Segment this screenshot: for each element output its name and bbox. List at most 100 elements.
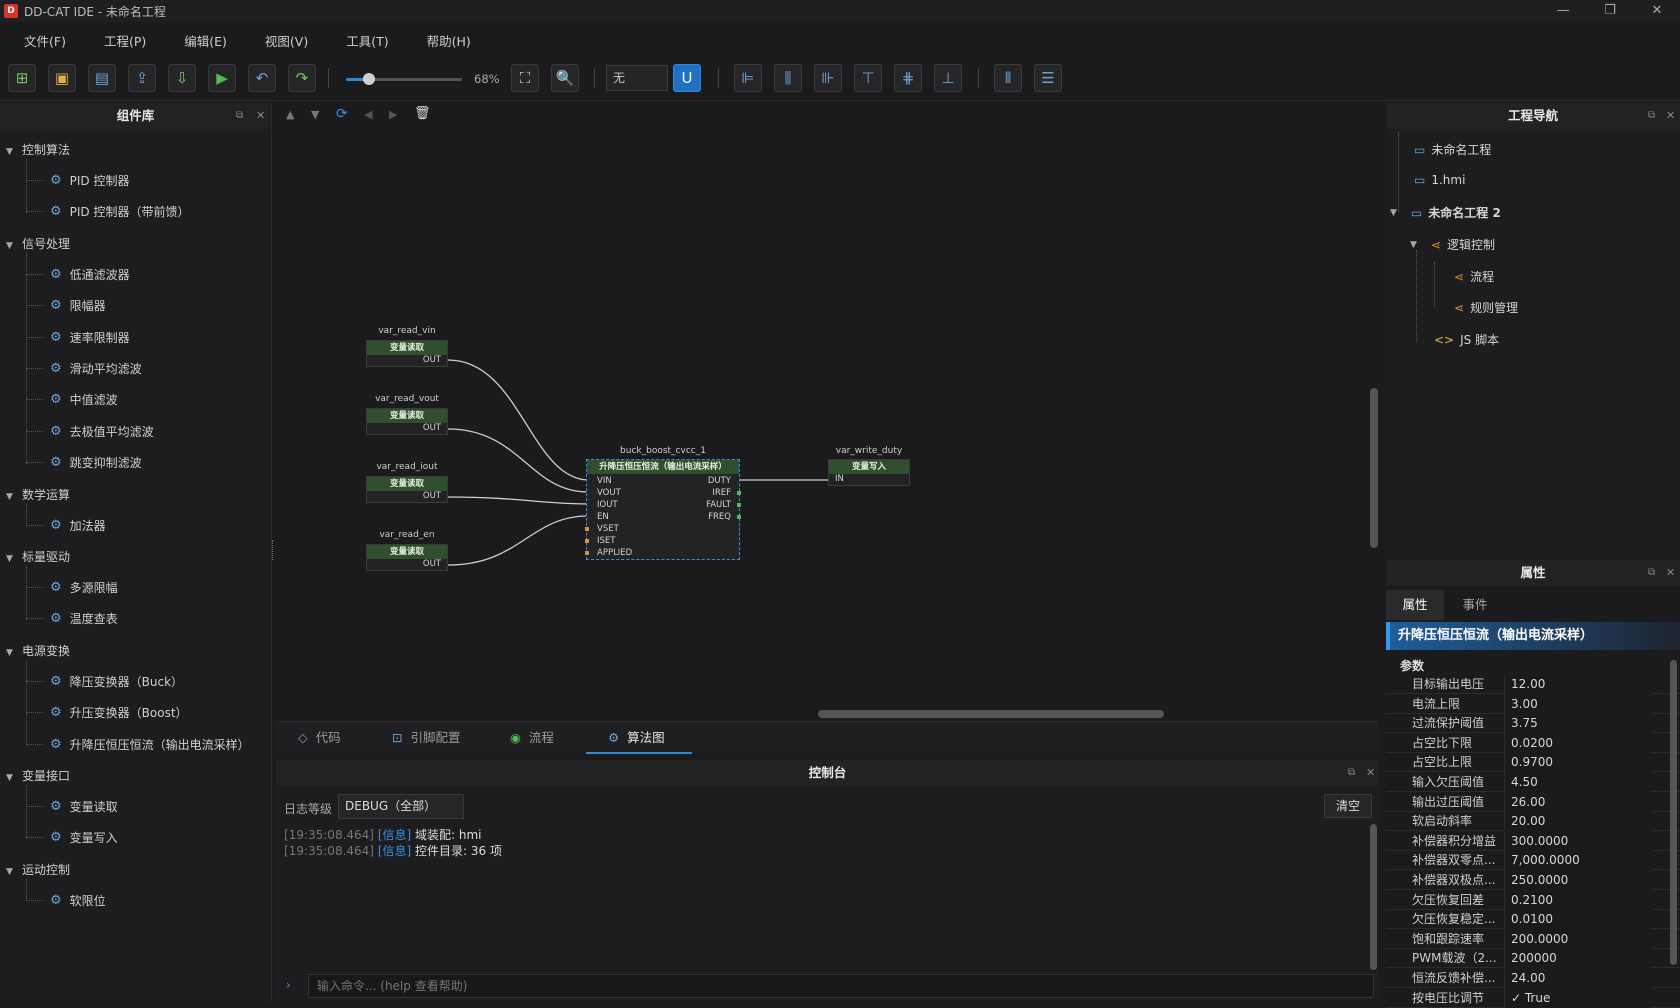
- property-row[interactable]: 补偿器双极点...250.0000: [1386, 871, 1680, 890]
- tree-item-component[interactable]: ⚙升压变换器（Boost）: [50, 704, 188, 721]
- property-value[interactable]: 4.50: [1504, 773, 1652, 792]
- property-value[interactable]: 0.0200: [1504, 733, 1652, 753]
- node-var-read-vout[interactable]: 变量读取 OUT: [366, 408, 448, 435]
- close-window-icon[interactable]: ✕: [1651, 3, 1663, 18]
- tree-item-component[interactable]: ⚙中值滤波: [50, 391, 118, 408]
- run-button[interactable]: ▶: [208, 64, 236, 92]
- forward-icon[interactable]: ▶: [389, 108, 398, 121]
- close-panel-icon[interactable]: ✕: [1366, 766, 1376, 779]
- port-in-applied[interactable]: APPLIED: [597, 548, 633, 558]
- move-up-icon[interactable]: ▲: [286, 108, 295, 121]
- tree-item-component[interactable]: ⚙速率限制器: [50, 329, 130, 346]
- tree-item-component[interactable]: ⚙升降压恒压恒流（输出电流采样）: [50, 736, 250, 753]
- property-value[interactable]: 200.0000: [1504, 929, 1652, 949]
- console-scrollbar[interactable]: [1370, 824, 1377, 970]
- menu-view[interactable]: 视图(V): [264, 33, 309, 49]
- port-out[interactable]: OUT: [422, 355, 441, 365]
- splitter-handle[interactable]: [272, 540, 276, 560]
- node-var-read-en[interactable]: 变量读取 OUT: [366, 544, 448, 571]
- tree-item-component[interactable]: ⚙滑动平均滤波: [50, 360, 142, 377]
- align-top-button[interactable]: ⊤: [854, 64, 882, 92]
- align-middle-button[interactable]: ⋕: [894, 64, 922, 92]
- tree-category[interactable]: ▼变量接口: [6, 767, 70, 784]
- distribute-h-button[interactable]: ⦀: [994, 64, 1022, 92]
- node-var-write-duty[interactable]: 变量写入 IN: [828, 459, 910, 486]
- property-value[interactable]: 7,000.0000: [1504, 851, 1652, 871]
- minimize-icon[interactable]: —: [1556, 3, 1570, 18]
- zoom-slider[interactable]: [346, 73, 462, 85]
- nav-item-hmi[interactable]: ▭1.hmi: [1414, 173, 1465, 187]
- property-value[interactable]: 200000: [1504, 949, 1652, 969]
- align-left-button[interactable]: ⊫: [734, 64, 762, 92]
- nav-item-project-1[interactable]: ▭未命名工程: [1414, 141, 1491, 158]
- tab-code[interactable]: ◇ 代码: [298, 722, 341, 754]
- new-project-button[interactable]: ⊞: [8, 64, 36, 92]
- tree-item-component[interactable]: ⚙软限位: [50, 892, 106, 909]
- port-out-freq[interactable]: FREQ: [708, 512, 731, 522]
- props-scrollbar[interactable]: [1670, 660, 1677, 965]
- property-value[interactable]: 0.0100: [1504, 910, 1652, 930]
- tree-item-component[interactable]: ⚙变量读取: [50, 798, 118, 815]
- tree-category[interactable]: ▼控制算法: [6, 141, 70, 158]
- port-in-vout[interactable]: VOUT: [597, 488, 621, 498]
- menu-help[interactable]: 帮助(H): [426, 33, 471, 49]
- nav-item-flow[interactable]: ⋖流程: [1454, 268, 1494, 285]
- node-var-read-iout[interactable]: 变量读取 OUT: [366, 476, 448, 503]
- property-value[interactable]: 12.00: [1504, 675, 1652, 694]
- tree-category[interactable]: ▼数学运算: [6, 486, 70, 503]
- property-row[interactable]: 恒流反馈补偿...24.00: [1386, 969, 1680, 988]
- clear-button[interactable]: 清空: [1324, 794, 1372, 818]
- open-button[interactable]: ▣: [48, 64, 76, 92]
- port-in-iset[interactable]: ISET: [597, 536, 616, 546]
- back-icon[interactable]: ◀: [364, 108, 373, 121]
- undo-button[interactable]: ↶: [248, 64, 276, 92]
- download-button[interactable]: ⇩: [168, 64, 196, 92]
- fit-view-button[interactable]: ⛶: [511, 64, 539, 92]
- tree-item-component[interactable]: ⚙多源限幅: [50, 579, 118, 596]
- distribute-v-button[interactable]: ☰: [1034, 64, 1062, 92]
- menu-tools[interactable]: 工具(T): [346, 33, 389, 49]
- tree-item-component[interactable]: ⚙跳变抑制滤波: [50, 454, 142, 471]
- tree-category[interactable]: ▼信号处理: [6, 235, 70, 252]
- props-tab-events[interactable]: 事件: [1462, 597, 1488, 612]
- tree-item-component[interactable]: ⚙PID 控制器: [50, 172, 130, 189]
- port-in-vset[interactable]: VSET: [597, 524, 619, 534]
- property-row[interactable]: 补偿器双零点...7,000.0000: [1386, 851, 1680, 871]
- nav-item-rules[interactable]: ⋖规则管理: [1454, 299, 1518, 316]
- tree-category[interactable]: ▼标量驱动: [6, 548, 70, 565]
- node-var-read-vin[interactable]: 变量读取 OUT: [366, 340, 448, 367]
- menu-file[interactable]: 文件(F): [24, 33, 66, 49]
- menu-edit[interactable]: 编辑(E): [184, 33, 227, 49]
- float-panel-icon[interactable]: ⧉: [236, 110, 244, 121]
- zoom-slider-handle[interactable]: [363, 73, 376, 85]
- tree-item-component[interactable]: ⚙PID 控制器（带前馈）: [50, 203, 190, 220]
- property-value[interactable]: 250.0000: [1504, 871, 1652, 890]
- property-value[interactable]: 3.00: [1504, 694, 1652, 714]
- canvas-v-scrollbar[interactable]: [1370, 388, 1378, 548]
- property-value[interactable]: 20.00: [1504, 812, 1652, 832]
- property-value[interactable]: 300.0000: [1504, 831, 1652, 851]
- port-out-fault[interactable]: FAULT: [706, 500, 731, 510]
- float-panel-icon[interactable]: ⧉: [1348, 767, 1356, 778]
- property-value[interactable]: 3.75: [1504, 714, 1652, 734]
- property-value[interactable]: 0.9700: [1504, 753, 1652, 773]
- port-out[interactable]: OUT: [422, 491, 441, 501]
- property-row[interactable]: PWM载波（2...200000: [1386, 949, 1680, 969]
- log-level-select[interactable]: DEBUG（全部）: [338, 794, 464, 819]
- align-center-h-button[interactable]: ⫼: [774, 64, 802, 92]
- move-down-icon[interactable]: ▼: [311, 108, 320, 121]
- menu-project[interactable]: 工程(P): [103, 33, 147, 49]
- tree-item-component[interactable]: ⚙加法器: [50, 517, 106, 534]
- nav-item-js-script[interactable]: <>JS 脚本: [1434, 331, 1499, 348]
- tree-category[interactable]: ▼运动控制: [6, 861, 70, 878]
- port-out[interactable]: OUT: [422, 423, 441, 433]
- port-in-iout[interactable]: IOUT: [597, 500, 618, 510]
- tree-item-component[interactable]: ⚙限幅器: [50, 297, 106, 314]
